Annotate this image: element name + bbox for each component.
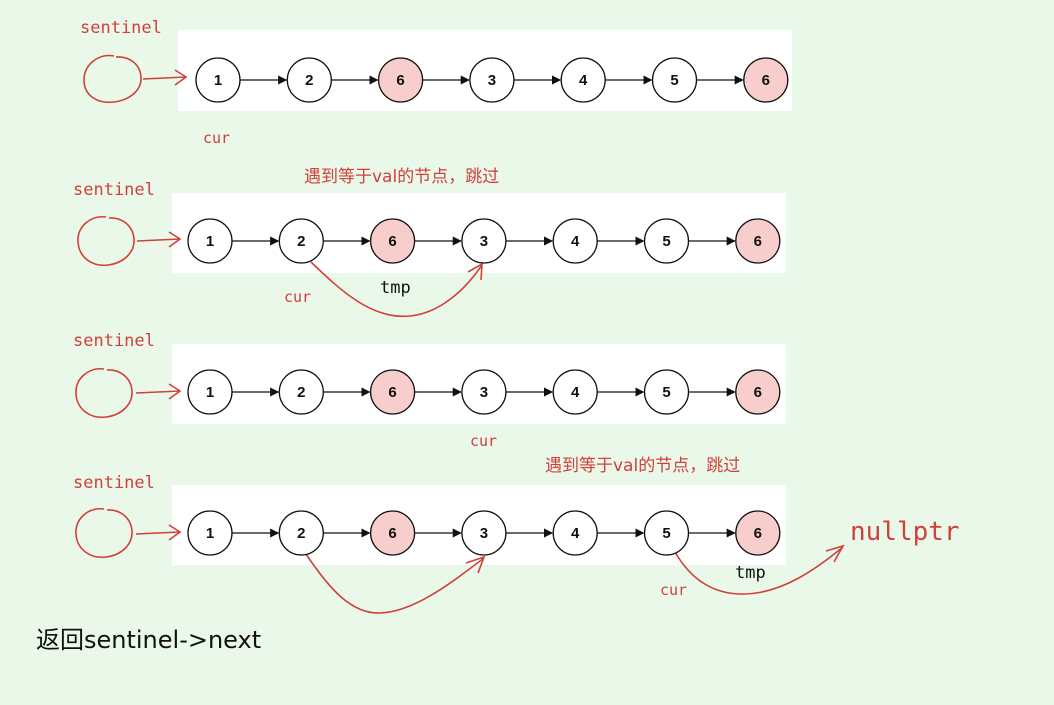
list-node [369,510,416,556]
nullptr-label: nullptr [850,517,960,547]
list-node [461,369,507,415]
row-3-list: 1 2 6 3 4 5 6 [187,369,781,415]
row-2: 遇到等于val的节点，跳过 sentinel cur tmp 1 2 6 3 4 5 6 [73,167,786,318]
row-4-skip-arrow-1 [305,553,485,614]
list-node [461,218,507,264]
list-node [286,57,332,103]
list-node [369,218,416,264]
list-node [195,57,241,103]
list-node [278,218,324,264]
list-node [552,369,598,415]
row-4-sentinel-arrow [135,524,182,541]
row-1-sentinel-node [83,54,142,104]
row-4-sentinel-node [75,508,133,559]
row-1-list: 1 2 6 3 4 5 6 [195,57,789,103]
list-node [560,57,606,103]
list-node-value: 1 [206,233,214,250]
row-4-skip-arrow-2 [674,546,844,595]
row-2-skip-arrow [310,261,483,318]
list-node [369,369,416,415]
row-3-cur-label: cur [470,432,497,450]
row-2-sentinel-node [77,216,135,267]
list-node-value: 2 [297,233,305,250]
list-node [735,369,781,415]
list-node [643,510,690,556]
row-2-cur-label: cur [284,288,311,306]
row-1-sentinel-label: sentinel [80,18,162,38]
list-node [278,510,324,556]
list-node-value: 6 [388,525,396,542]
row-4-note: 遇到等于val的节点，跳过 [545,456,740,476]
list-node [469,57,515,103]
list-node-value: 5 [670,72,678,89]
row-2-note: 遇到等于val的节点，跳过 [304,167,499,187]
list-node [735,218,781,264]
row-1-cur-label: cur [203,129,230,147]
list-node-value: 1 [206,384,214,401]
list-node-value: 6 [754,384,762,401]
list-node [735,510,781,556]
list-node [552,510,598,556]
list-node [278,369,324,415]
list-node-value: 6 [754,525,762,542]
row-4-list: 1 2 6 3 4 5 6 [187,510,781,556]
list-node-value: 4 [571,525,580,542]
list-node-value: 6 [388,233,396,250]
footer-return-text: 返回sentinel->next [36,626,261,654]
row-3-sentinel-node [75,368,133,419]
row-4-sentinel-label: sentinel [73,473,155,493]
list-node-value: 3 [488,72,496,89]
list-node-value: 4 [571,233,580,250]
list-node-value: 3 [480,384,488,401]
row-2-sentinel-label: sentinel [73,180,155,200]
list-node-value: 6 [396,72,404,89]
row-4-skip-arrowhead-1 [465,555,486,574]
row-4-cur-label: cur [660,581,687,599]
list-node-value: 6 [754,233,762,250]
list-node-value: 3 [480,233,488,250]
row-2-skip-arrowhead [467,262,483,281]
list-node [552,218,598,264]
list-node [461,510,507,556]
row-4-skip-arrowhead-2 [825,544,845,563]
row-3-sentinel-arrow [135,383,182,400]
row-2-sentinel-arrow [136,231,182,248]
list-node-value: 5 [662,525,670,542]
list-node [187,510,233,556]
row-4-tmp-label: tmp [735,563,766,583]
row-4: 遇到等于val的节点，跳过 sentinel cur tmp nullptr 1… [73,456,960,614]
list-node-value: 6 [388,384,396,401]
list-node-value: 6 [762,72,770,89]
list-node-value: 3 [480,525,488,542]
list-node-value: 4 [571,384,580,401]
row-2-tmp-label: tmp [380,278,411,298]
list-node [651,57,698,103]
list-node [743,57,789,103]
list-node [643,218,690,264]
list-node-value: 5 [662,384,670,401]
list-node [187,369,233,415]
list-node-value: 1 [206,525,214,542]
row-1-sentinel-arrow [142,69,188,86]
row-1: sentinel cur 1 2 6 3 4 5 6 [80,18,792,147]
row-3-sentinel-label: sentinel [73,331,155,351]
list-node [643,369,690,415]
row-2-list: 1 2 6 3 4 5 6 [187,218,781,264]
list-node-value: 4 [579,72,588,89]
list-node-value: 1 [214,72,222,89]
list-node [377,57,424,103]
list-node-value: 2 [297,384,305,401]
list-node-value: 2 [305,72,313,89]
list-node [187,218,233,264]
list-node-value: 5 [662,233,670,250]
list-node-value: 2 [297,525,305,542]
row-3: sentinel cur 1 2 6 3 4 5 6 [73,331,786,450]
